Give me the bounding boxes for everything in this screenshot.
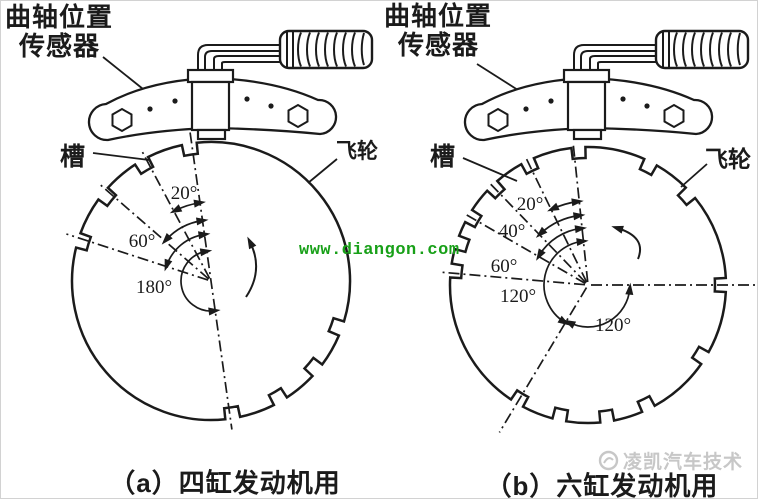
sensor-label-b-line1: 曲轴位置 — [384, 1, 493, 31]
sensor-label-a-line2: 传感器 — [19, 31, 101, 62]
angle-label-b-20: 20° — [516, 194, 544, 215]
flywheel-a — [70, 140, 352, 422]
sensor-label-b: 曲轴位置 传感器 — [384, 1, 493, 61]
flywheel-a-marks — [66, 56, 338, 430]
angle-label-a-60: 60° — [128, 231, 156, 252]
angle-label-b-120-left: 120° — [499, 286, 537, 307]
angle-label-a-180: 180° — [135, 277, 173, 298]
watermark-brand-text: 凌凯汽车技术 — [623, 452, 744, 473]
brand-logo-icon — [598, 450, 619, 471]
angle-label-b-120-bottom: 120° — [594, 315, 632, 336]
caption-a: （a）四缸发动机用 — [109, 468, 341, 498]
angle-label-b-60: 60° — [490, 256, 518, 277]
caption-b: （b）六缸发动机用 — [485, 471, 719, 499]
sensor-label-a: 曲轴位置 传感器 — [5, 2, 114, 62]
flywheel-b-marks — [442, 63, 756, 433]
angle-label-a-20: 20° — [170, 183, 198, 204]
flywheel-label-b: 飞轮 — [705, 146, 751, 172]
sensor-label-b-line2: 传感器 — [398, 30, 480, 61]
slot-label-a: 槽 — [60, 143, 86, 171]
slot-label-b: 槽 — [430, 143, 456, 171]
angle-label-b-40: 40° — [498, 221, 526, 242]
flywheel-label-a: 飞轮 — [336, 140, 378, 163]
sensor-b — [463, 29, 750, 142]
flywheel-b — [448, 145, 728, 425]
sensor-label-a-line1: 曲轴位置 — [5, 2, 114, 32]
sensor-a — [87, 29, 374, 142]
watermark-brand: 凌凯汽车技术 — [597, 447, 743, 474]
watermark-site: www.diangon.com — [299, 241, 460, 260]
